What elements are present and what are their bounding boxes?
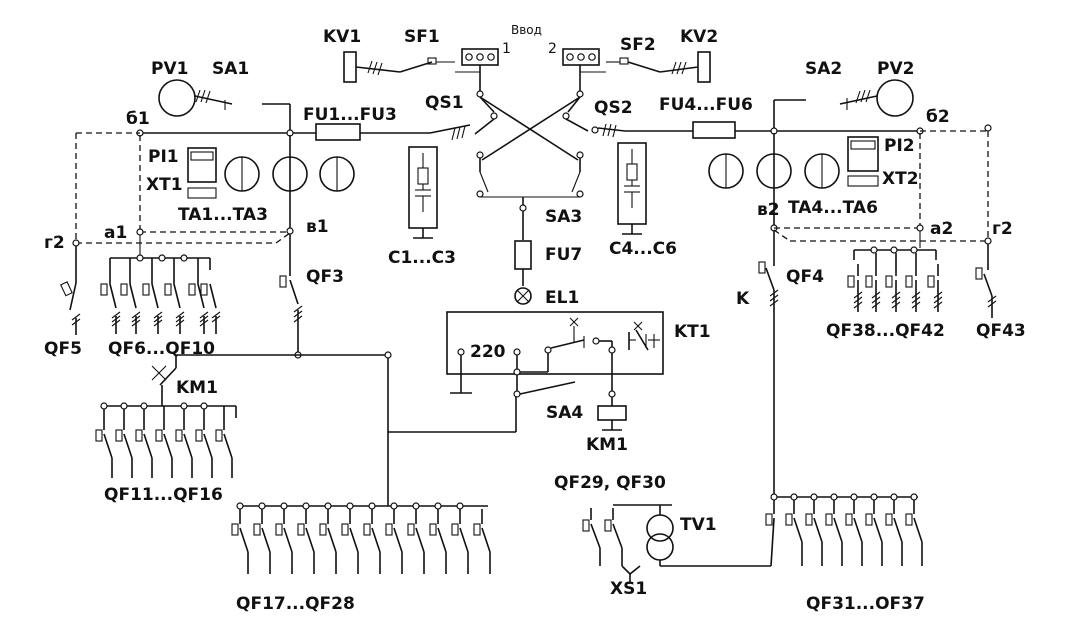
pi2-meter (847, 136, 879, 187)
v2-label: в2 (757, 200, 780, 220)
xt2-label: XT2 (882, 169, 919, 189)
b1-label: б1 (126, 109, 150, 129)
ta1-ta3-label: TA1...TA3 (178, 205, 268, 225)
xt1-label: XT1 (146, 175, 183, 195)
km1-coil (597, 405, 627, 421)
current-transformers-right (708, 133, 840, 225)
sf2-breaker-symbol (606, 57, 699, 75)
a1-label: а1 (104, 223, 127, 243)
left-distribution-wiring (151, 351, 517, 506)
ta4-ta6-label: TA4...TA6 (788, 198, 878, 218)
kv2-label: KV2 (680, 27, 718, 47)
qf17-qf28-feeders (231, 502, 491, 574)
qf43-label: QF43 (976, 321, 1026, 341)
qf38-qf42-label: QF38...QF42 (826, 321, 945, 341)
qf3-breaker (279, 234, 303, 359)
sa2-switch-symbol (773, 89, 878, 131)
qf6-qf10-feeders (100, 235, 221, 334)
g2-right-label: г2 (992, 219, 1013, 239)
qf3-label: QF3 (306, 267, 344, 287)
voltage-220-label: 220 (470, 342, 506, 362)
fu1-fu3-label: FU1...FU3 (303, 105, 397, 125)
pi2-label: PI2 (884, 136, 915, 156)
input-2-label: 2 (548, 41, 557, 57)
km1-label: KM1 (176, 378, 218, 398)
fu7-fuse (514, 240, 532, 270)
sf2-label: SF2 (620, 35, 656, 55)
pi1-label: PI1 (148, 147, 179, 167)
qf29-qf30-label: QF29, QF30 (554, 473, 666, 493)
c4-c6-label: C4...C6 (609, 239, 677, 259)
pi1-meter (187, 147, 217, 199)
qf5-label: QF5 (44, 339, 82, 359)
kt1-label: KT1 (674, 322, 711, 342)
qf17-qf28-label: QF17...QF28 (236, 594, 355, 614)
sa1-switch-symbol (194, 89, 291, 133)
qf5-breaker (60, 246, 81, 335)
sf1-breaker-symbol (355, 57, 455, 76)
v1-label: в1 (306, 217, 329, 237)
kv2-relay-coil (697, 51, 711, 83)
qf4-label: QF4 (786, 267, 824, 287)
current-transformers-left (224, 135, 355, 228)
right-busbar (597, 121, 924, 139)
kv1-relay-coil (343, 51, 357, 83)
fu7-label: FU7 (545, 245, 582, 265)
c1-c3-label: C1...C3 (388, 248, 456, 268)
tv1-label: TV1 (680, 515, 717, 535)
tv1-transformer (646, 504, 674, 566)
qs-transfer-switch (474, 65, 599, 205)
input-1-label: 1 (502, 41, 511, 57)
pv2-voltmeter (876, 79, 914, 117)
kt1-control-box (446, 311, 664, 375)
capacitor-bank-right (617, 142, 647, 235)
sf1-label: SF1 (404, 27, 440, 47)
sa2-label: SA2 (805, 59, 842, 79)
qf29-qf30-breakers (582, 504, 771, 582)
qs2-label: QS2 (594, 98, 633, 118)
left-busbar (136, 123, 471, 141)
qf31-qf37-feeders (765, 493, 923, 567)
sa4-label: SA4 (546, 403, 583, 423)
pv2-label: PV2 (877, 59, 914, 79)
qf38-qf42-feeders (847, 231, 943, 312)
pv1-voltmeter (158, 79, 196, 117)
k-label: K (736, 289, 750, 309)
qf6-qf10-label: QF6...QF10 (108, 339, 215, 359)
qf4-breaker (758, 231, 779, 494)
capacitor-bank-left (408, 146, 438, 239)
km1-coil-label: KM1 (586, 435, 628, 455)
input-terminal-1 (455, 48, 499, 73)
qf43-breaker (975, 244, 997, 318)
a2-label: а2 (930, 219, 953, 239)
g2-left-label: г2 (44, 233, 65, 253)
qs1-label: QS1 (425, 93, 464, 113)
sa3-label: SA3 (545, 207, 582, 227)
kt1-wiring (450, 317, 660, 406)
xs1-label: XS1 (610, 579, 647, 599)
input-terminal-2 (562, 48, 606, 73)
sa1-label: SA1 (212, 59, 249, 79)
qf11-qf16-label: QF11...QF16 (104, 485, 223, 505)
fu4-fu6-label: FU4...FU6 (659, 95, 753, 115)
dashed-enclosure-right (773, 124, 992, 245)
sa3-node (519, 204, 527, 212)
el1-lamp-icon (514, 287, 532, 305)
el1-label: EL1 (545, 288, 579, 308)
qf31-qf37-label: QF31...OF37 (806, 594, 925, 614)
qf11-qf16-feeders (95, 402, 237, 478)
pv1-label: PV1 (151, 59, 188, 79)
b2-label: б2 (926, 107, 950, 127)
vvod-label: Ввод (511, 23, 542, 37)
kv1-label: KV1 (323, 27, 361, 47)
